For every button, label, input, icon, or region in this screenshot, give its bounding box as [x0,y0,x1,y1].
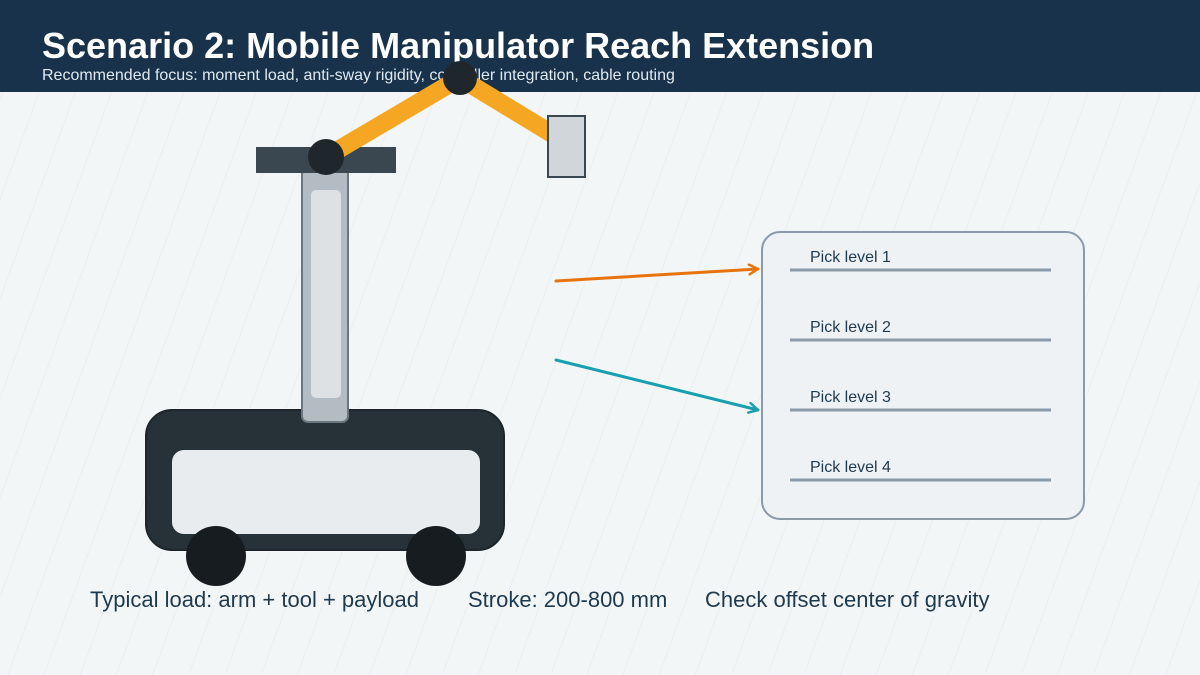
mobile-base-icon [145,409,505,551]
column-inner [311,190,341,398]
wheel-icon [406,526,466,586]
shelf-level-label: Pick level 3 [810,389,891,406]
page-subtitle: Recommended focus: moment load, anti-swa… [42,67,675,84]
header-bar: Scenario 2: Mobile Manipulator Reach Ext… [0,0,1200,92]
footer-note: Typical load: arm + tool + payload [90,587,419,612]
shelf-level-label: Pick level 2 [810,319,891,336]
wheel-icon [186,526,246,586]
shelf-icon: Pick level 1 Pick level 2 Pick level 3 P… [761,231,1085,520]
lift-column-icon [301,167,349,423]
footer-note: Stroke: 200-800 mm [468,587,667,612]
shelf-level-label: Pick level 1 [810,249,891,266]
shelf-level-label: Pick level 4 [810,459,891,476]
reach-arrow-icon [554,269,760,283]
top-mount-plate [256,147,396,173]
reach-arrow-lower [554,358,760,410]
base-panel [172,450,480,534]
shelf-frame [761,231,1085,520]
footer-note: Check offset center of gravity [705,587,990,612]
page-title: Scenario 2: Mobile Manipulator Reach Ext… [42,25,875,66]
reach-arrow-upper [554,269,760,283]
reach-arrow-icon [554,358,760,410]
